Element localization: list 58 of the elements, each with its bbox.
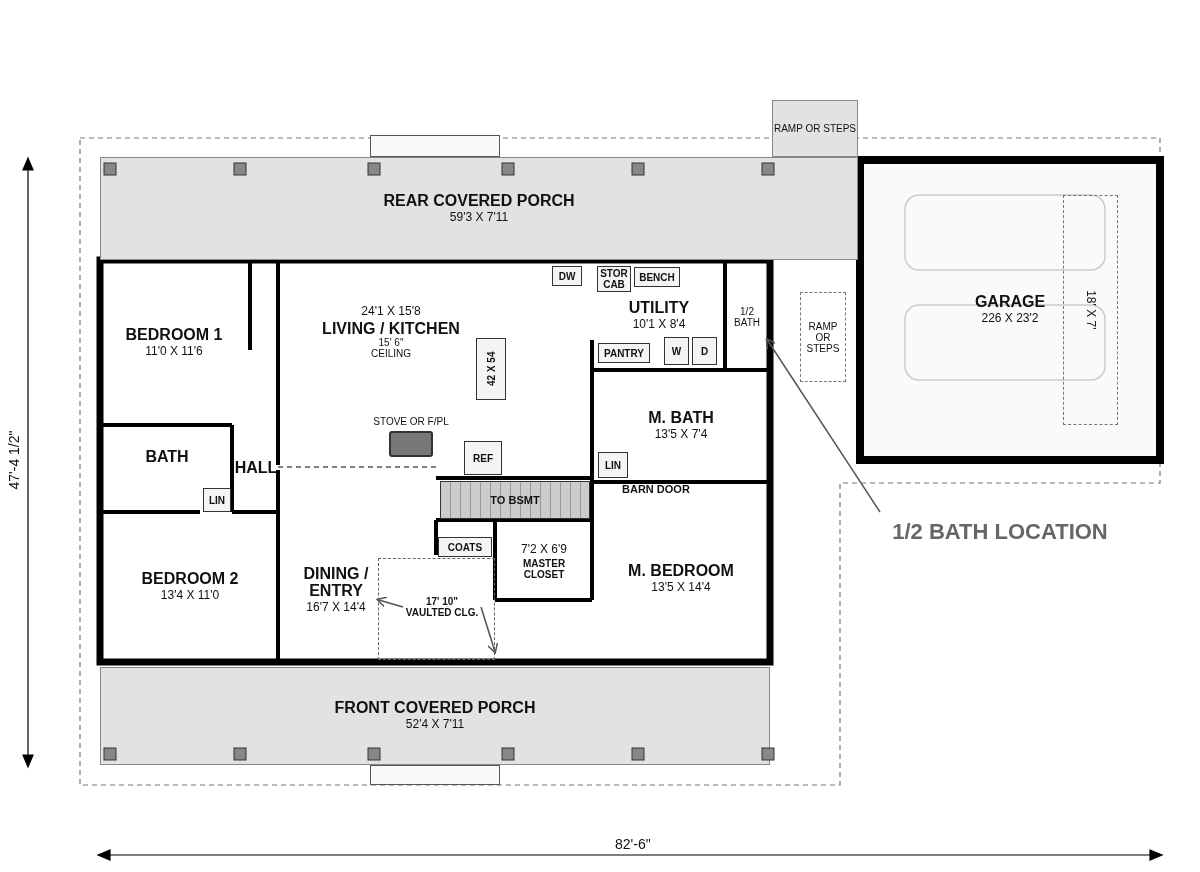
room-name: MASTER CLOSET [521, 557, 567, 580]
room-name: HALL [234, 459, 278, 477]
door-dimension: 18' X 7' [1083, 290, 1099, 330]
ceiling-note: 17' 10" VAULTED CLG. [404, 596, 480, 618]
room-name: REAR COVERED PORCH [383, 191, 575, 210]
room-dimensions: 226 X 23'2 [981, 311, 1039, 327]
room-dimensions: 10'1 X 8'4 [632, 317, 686, 333]
linen-closet: LIN [203, 488, 231, 512]
room-name: UTILITY [628, 299, 690, 317]
room-name: FRONT COVERED PORCH [334, 699, 536, 717]
porch-steps [370, 765, 500, 785]
room-name: M. BATH [648, 409, 714, 427]
dimension-label: 47'-4 1/2" [5, 430, 22, 490]
room-dimensions: 52'4 X 7'11 [405, 717, 465, 733]
porch-floor [100, 157, 858, 260]
room-dimensions: 13'5 X 14'4 [651, 580, 711, 596]
ramp-area [772, 100, 858, 157]
room-dimensions: 24'1 X 15'8 [361, 304, 421, 320]
area-label: RAMP OR STEPS [805, 320, 841, 354]
ceiling-height-note: 15' 6" CEILING [370, 337, 412, 360]
room-dimensions: 13'5 X 7'4 [654, 427, 708, 443]
vaulted-ceiling-outline [378, 558, 495, 660]
refrigerator: REF [464, 441, 502, 475]
leader-line [376, 596, 404, 608]
door-label: BARN DOOR [622, 483, 690, 495]
callout-label: 1/2 BATH LOCATION [880, 512, 1120, 552]
room-name: DINING / ENTRY [302, 564, 370, 600]
staircase: TO BSMT [440, 481, 590, 519]
porch-steps [370, 135, 500, 157]
dishwasher: DW [552, 266, 582, 286]
room-name: BATH [145, 448, 189, 466]
coat-closet: COATS [438, 537, 492, 557]
storage-cabinet: STOR CAB [597, 266, 631, 292]
leader-line [765, 337, 881, 513]
ramp-area [800, 292, 846, 382]
pantry-cabinet: PANTRY [598, 343, 650, 363]
room-dimensions: 59'3 X 7'11 [449, 209, 509, 226]
leader-line [480, 606, 499, 654]
room-name: BEDROOM 1 [125, 326, 223, 344]
room-dimensions: 13'4 X 11'0 [160, 587, 220, 604]
dryer: D [692, 337, 717, 365]
room-dimensions: 16'7 X 14'4 [306, 599, 366, 616]
room-name: GARAGE [974, 293, 1046, 311]
room-name: BEDROOM 2 [141, 569, 239, 588]
room-name: 1/2 BATH [733, 306, 761, 328]
washer: W [664, 337, 689, 365]
porch-floor [100, 667, 770, 765]
room-name: LIVING / KITCHEN [322, 319, 460, 338]
fixture-label: STOVE OR F/PL [373, 415, 449, 427]
room-name: M. BEDROOM [628, 562, 734, 580]
area-label: RAMP OR STEPS [773, 123, 857, 134]
kitchen-island: 42 X 54 [476, 338, 506, 400]
room-dimensions: 11'0 X 11'6 [145, 344, 203, 360]
room-dimensions: 7'2 X 6'9 [521, 542, 567, 558]
linen-closet: LIN [598, 452, 628, 478]
garage-door-outline [1063, 195, 1118, 425]
dimension-label: 82'-6" [615, 836, 651, 852]
bench: BENCH [634, 267, 680, 287]
